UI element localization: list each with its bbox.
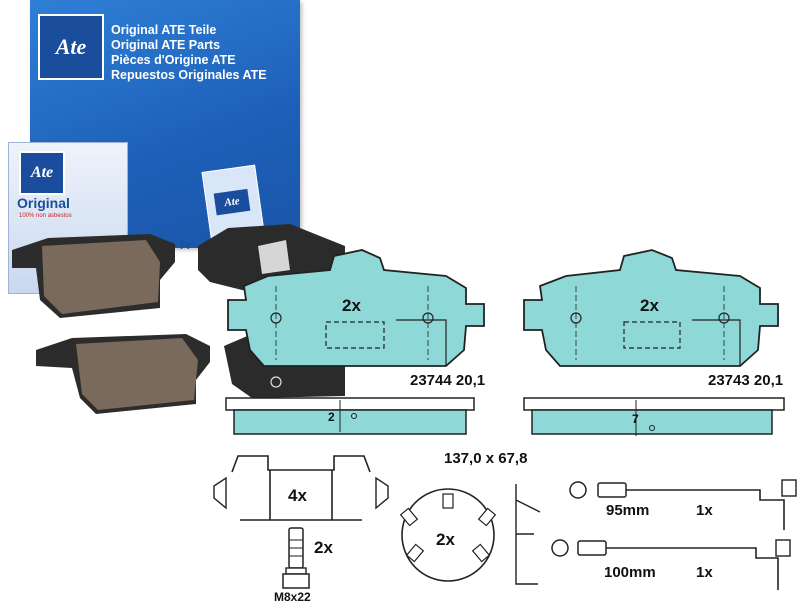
sensor-1-length: 95mm xyxy=(606,502,650,519)
edge-1-dimension: 2 xyxy=(328,410,335,424)
bolt-qty: 2x xyxy=(314,538,333,557)
ate-logo: Ate xyxy=(38,14,104,80)
sensor-1-qty: 1x xyxy=(696,502,713,519)
small-ate-logo: Ate xyxy=(19,151,65,195)
wear-sensor-2-drawing xyxy=(551,539,791,590)
pad-2-code: 23743 20,1 xyxy=(708,372,784,389)
spring-clip-drawing xyxy=(213,455,389,521)
photo-pad-bottom-left xyxy=(36,334,210,414)
pad-2-qty: 2x xyxy=(640,296,659,315)
shim-qty: 2x xyxy=(436,530,455,549)
pad-1-face xyxy=(227,249,485,367)
wear-sensor-1-drawing xyxy=(569,479,797,530)
bolt-size-label: M8x22 xyxy=(274,590,311,604)
sensor-2-qty: 1x xyxy=(696,564,713,581)
sensor-2-length: 100mm xyxy=(604,564,656,581)
pad-2-face xyxy=(523,249,779,367)
pad-1-qty: 2x xyxy=(342,296,361,315)
pad-size: 137,0 x 67,8 xyxy=(444,450,528,467)
small-original-label: Original xyxy=(17,195,70,211)
bolt-drawing xyxy=(282,527,310,589)
asbestos-free-label: 100% non asbestos xyxy=(19,213,72,219)
shim-drawing xyxy=(399,484,541,585)
box-side-text: Fr xyxy=(180,240,191,252)
box-title-line-3: Pièces d'Origine ATE xyxy=(111,53,236,67)
photo-pad-top-left xyxy=(12,234,175,318)
pad-1-code: 23744 20,1 xyxy=(410,372,486,389)
box-title-line-1: Original ATE Teile xyxy=(111,23,217,37)
pad-2-edge xyxy=(523,397,785,436)
box-title-line-2: Original ATE Parts xyxy=(111,38,221,52)
edge-2-dimension: 7 xyxy=(632,412,639,426)
clip-qty: 4x xyxy=(288,486,307,505)
box-title-line-4: Repuestos Originales ATE xyxy=(111,68,267,82)
pad-1-edge xyxy=(225,397,475,435)
